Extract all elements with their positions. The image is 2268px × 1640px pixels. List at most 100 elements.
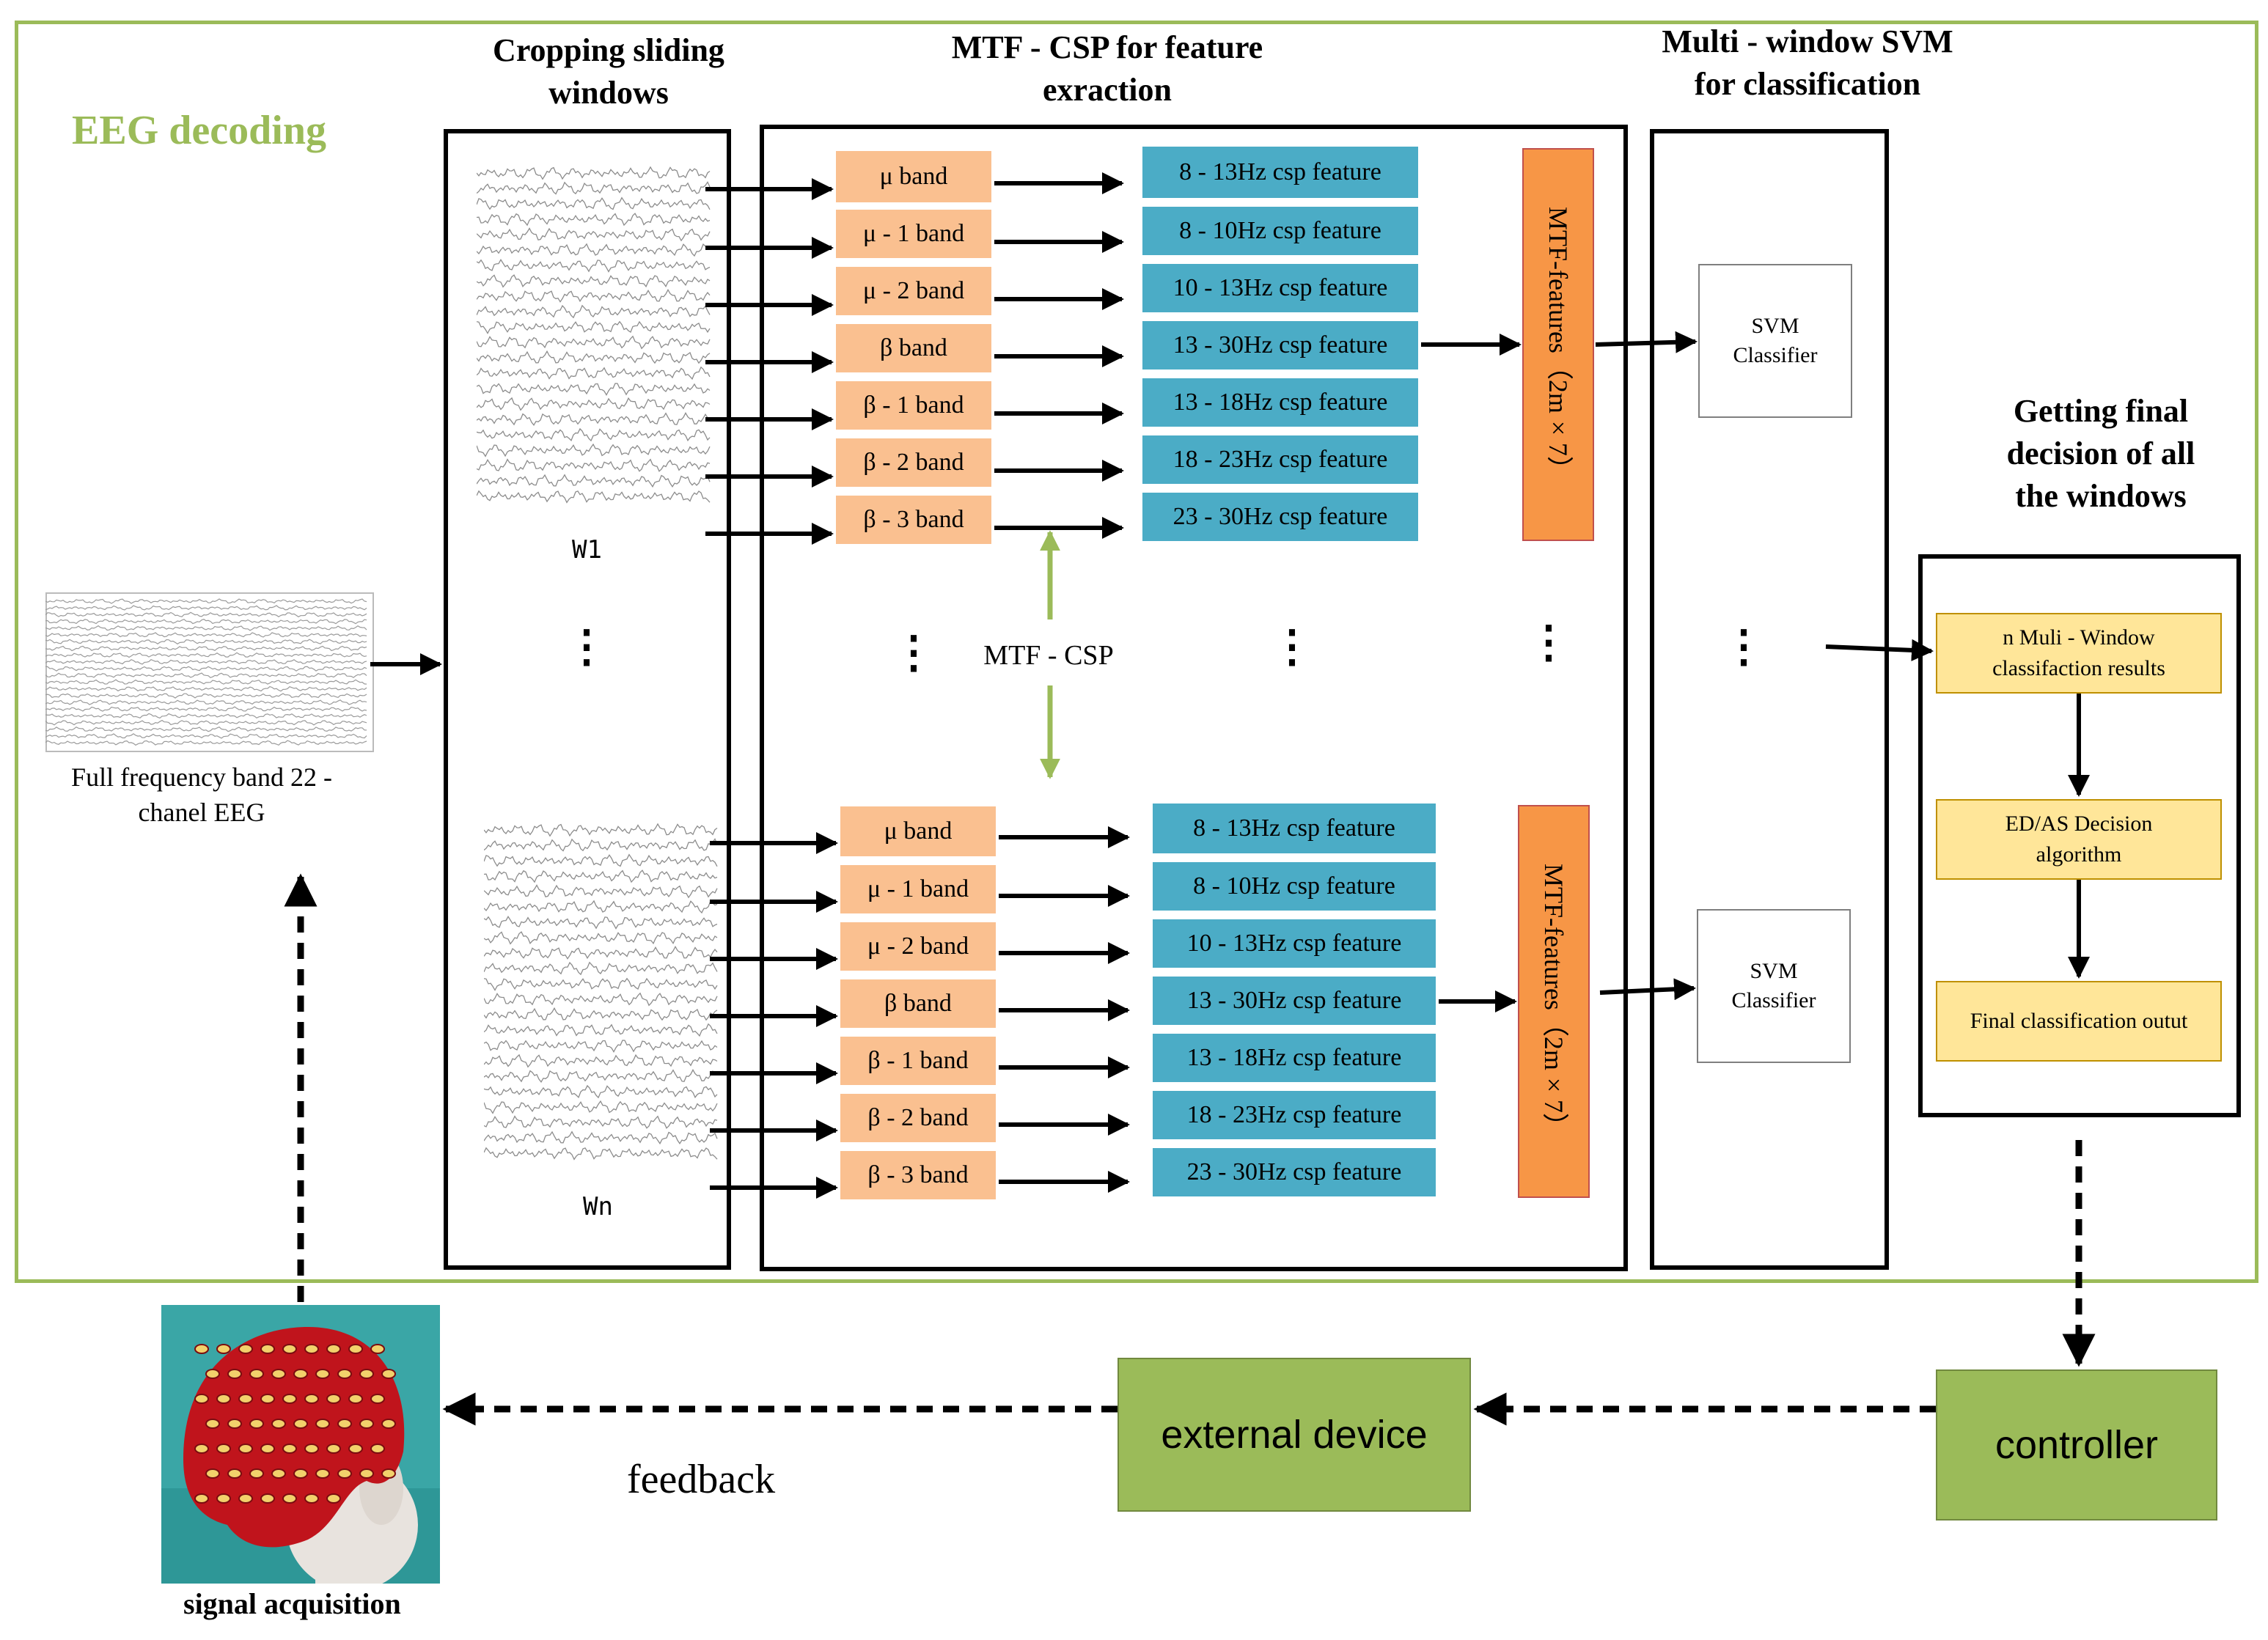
w1-trace xyxy=(477,304,711,319)
eeg-window-wn xyxy=(484,823,718,1161)
top-band-mu: μ band xyxy=(836,151,991,202)
w1-trace xyxy=(477,213,711,227)
cap-electrode xyxy=(359,1419,374,1429)
cropping-windows-box xyxy=(444,129,731,1270)
top-feature-8-13: 8 - 13Hz csp feature xyxy=(1142,147,1418,198)
w1-trace xyxy=(477,227,711,242)
cap-electrode xyxy=(381,1468,396,1479)
full-band-trace xyxy=(45,619,367,625)
cap-electrode xyxy=(238,1493,253,1504)
wn-trace xyxy=(484,869,718,883)
w1-trace xyxy=(477,443,711,457)
eeg-cap-image xyxy=(161,1305,440,1584)
cap-electrode xyxy=(293,1468,308,1479)
w1-trace xyxy=(477,320,711,334)
w1-trace xyxy=(477,412,711,426)
cap-electrode xyxy=(348,1394,363,1404)
wn-trace xyxy=(484,961,718,976)
mtf-features-top: MTF-features（2m×7） xyxy=(1522,148,1594,541)
bottom-feature-13-30: 13 - 30Hz csp feature xyxy=(1153,977,1436,1025)
w1-trace xyxy=(477,259,711,273)
full-band-trace xyxy=(45,658,367,665)
cap-electrode xyxy=(326,1493,341,1504)
cap-electrode xyxy=(260,1344,275,1354)
bottom-band-mu-2: μ - 2 band xyxy=(840,922,996,971)
eeg-decoding-label: EEG decoding xyxy=(72,108,326,153)
cap-electrode xyxy=(271,1468,286,1479)
cap-electrode xyxy=(293,1369,308,1379)
bottom-feature-13-18: 13 - 18Hz csp feature xyxy=(1153,1034,1436,1082)
svm-to-decision-arrow xyxy=(1825,639,1934,661)
bottom-feature-8-10: 8 - 10Hz csp feature xyxy=(1153,862,1436,911)
cap-electrode xyxy=(304,1444,319,1454)
cap-electrode xyxy=(249,1369,264,1379)
w1-trace xyxy=(477,350,711,364)
cap-electrode xyxy=(238,1444,253,1454)
cap-electrode xyxy=(315,1369,330,1379)
cap-electrode xyxy=(370,1344,385,1354)
w1-trace xyxy=(477,383,711,397)
top-feature-8-10: 8 - 10Hz csp feature xyxy=(1142,207,1418,255)
w1-trace xyxy=(477,490,711,504)
cap-electrode xyxy=(216,1344,231,1354)
full-band-trace xyxy=(45,632,367,638)
cap-electrode xyxy=(348,1444,363,1454)
full-band-trace xyxy=(45,706,367,712)
bottom-band-beta-3: β - 3 band xyxy=(840,1151,996,1199)
mtf-features-top-label: MTF-features（2m×7） xyxy=(1544,207,1573,482)
full-band-trace xyxy=(45,645,367,652)
full-band-trace xyxy=(45,625,367,631)
cap-electrode xyxy=(249,1468,264,1479)
full-band-trace xyxy=(45,679,367,685)
full-band-trace xyxy=(45,639,367,645)
wn-trace xyxy=(484,977,718,991)
external-device-box: external device xyxy=(1118,1358,1471,1512)
w1-trace xyxy=(477,458,711,472)
cap-electrode xyxy=(304,1344,319,1354)
top-feature-10-13: 10 - 13Hz csp feature xyxy=(1142,264,1418,312)
full-band-trace xyxy=(45,598,367,604)
window-label-wn: Wn xyxy=(583,1192,613,1221)
full-band-trace xyxy=(45,713,367,719)
top-band-mu-1: μ - 1 band xyxy=(836,210,991,258)
full-band-trace xyxy=(45,685,367,692)
bottom-band-beta: β band xyxy=(840,979,996,1028)
feedback-label: feedback xyxy=(627,1457,776,1502)
cap-electrode xyxy=(205,1369,220,1379)
full-band-trace xyxy=(45,740,367,746)
w1-trace xyxy=(477,474,711,488)
full-band-trace xyxy=(45,733,367,739)
cap-electrode xyxy=(326,1394,341,1404)
cap-electrode xyxy=(271,1369,286,1379)
w1-trace xyxy=(477,288,711,303)
full-band-trace xyxy=(45,719,367,726)
cap-electrode xyxy=(238,1394,253,1404)
multi-window-results-box: n Muli - Window classifaction results xyxy=(1936,613,2222,694)
w1-trace xyxy=(477,427,711,442)
cap-electrode xyxy=(227,1419,242,1429)
bottom-band-mu: μ band xyxy=(840,806,996,856)
wn-trace xyxy=(484,992,718,1007)
top-band-beta-1: β - 1 band xyxy=(836,381,991,430)
heading-cropping: Cropping sliding windows xyxy=(493,32,724,111)
cap-electrode xyxy=(293,1419,308,1429)
wn-trace xyxy=(484,1040,718,1054)
wn-trace xyxy=(484,900,718,914)
svm-classifier-bottom: SVM Classifier xyxy=(1697,909,1851,1063)
final-decision-box xyxy=(1918,554,2241,1117)
cap-electrode xyxy=(260,1394,275,1404)
window-label-w1: W1 xyxy=(572,535,602,565)
mtf-csp-label: MTF - CSP xyxy=(983,640,1114,671)
top-feature-13-18: 13 - 18Hz csp feature xyxy=(1142,378,1418,427)
heading-mtf-csp: MTF - CSP for feature exraction xyxy=(951,29,1263,108)
full-band-trace xyxy=(45,672,367,678)
w1-trace xyxy=(477,243,711,257)
cap-electrode xyxy=(315,1468,330,1479)
w1-trace xyxy=(477,181,711,195)
mtf-to-svm-arrow xyxy=(1599,978,1696,1001)
cap-electrode xyxy=(282,1344,297,1354)
edas-decision-box: ED/AS Decision algorithm xyxy=(1936,799,2222,880)
cap-electrode xyxy=(282,1394,297,1404)
cap-electrode xyxy=(282,1493,297,1504)
